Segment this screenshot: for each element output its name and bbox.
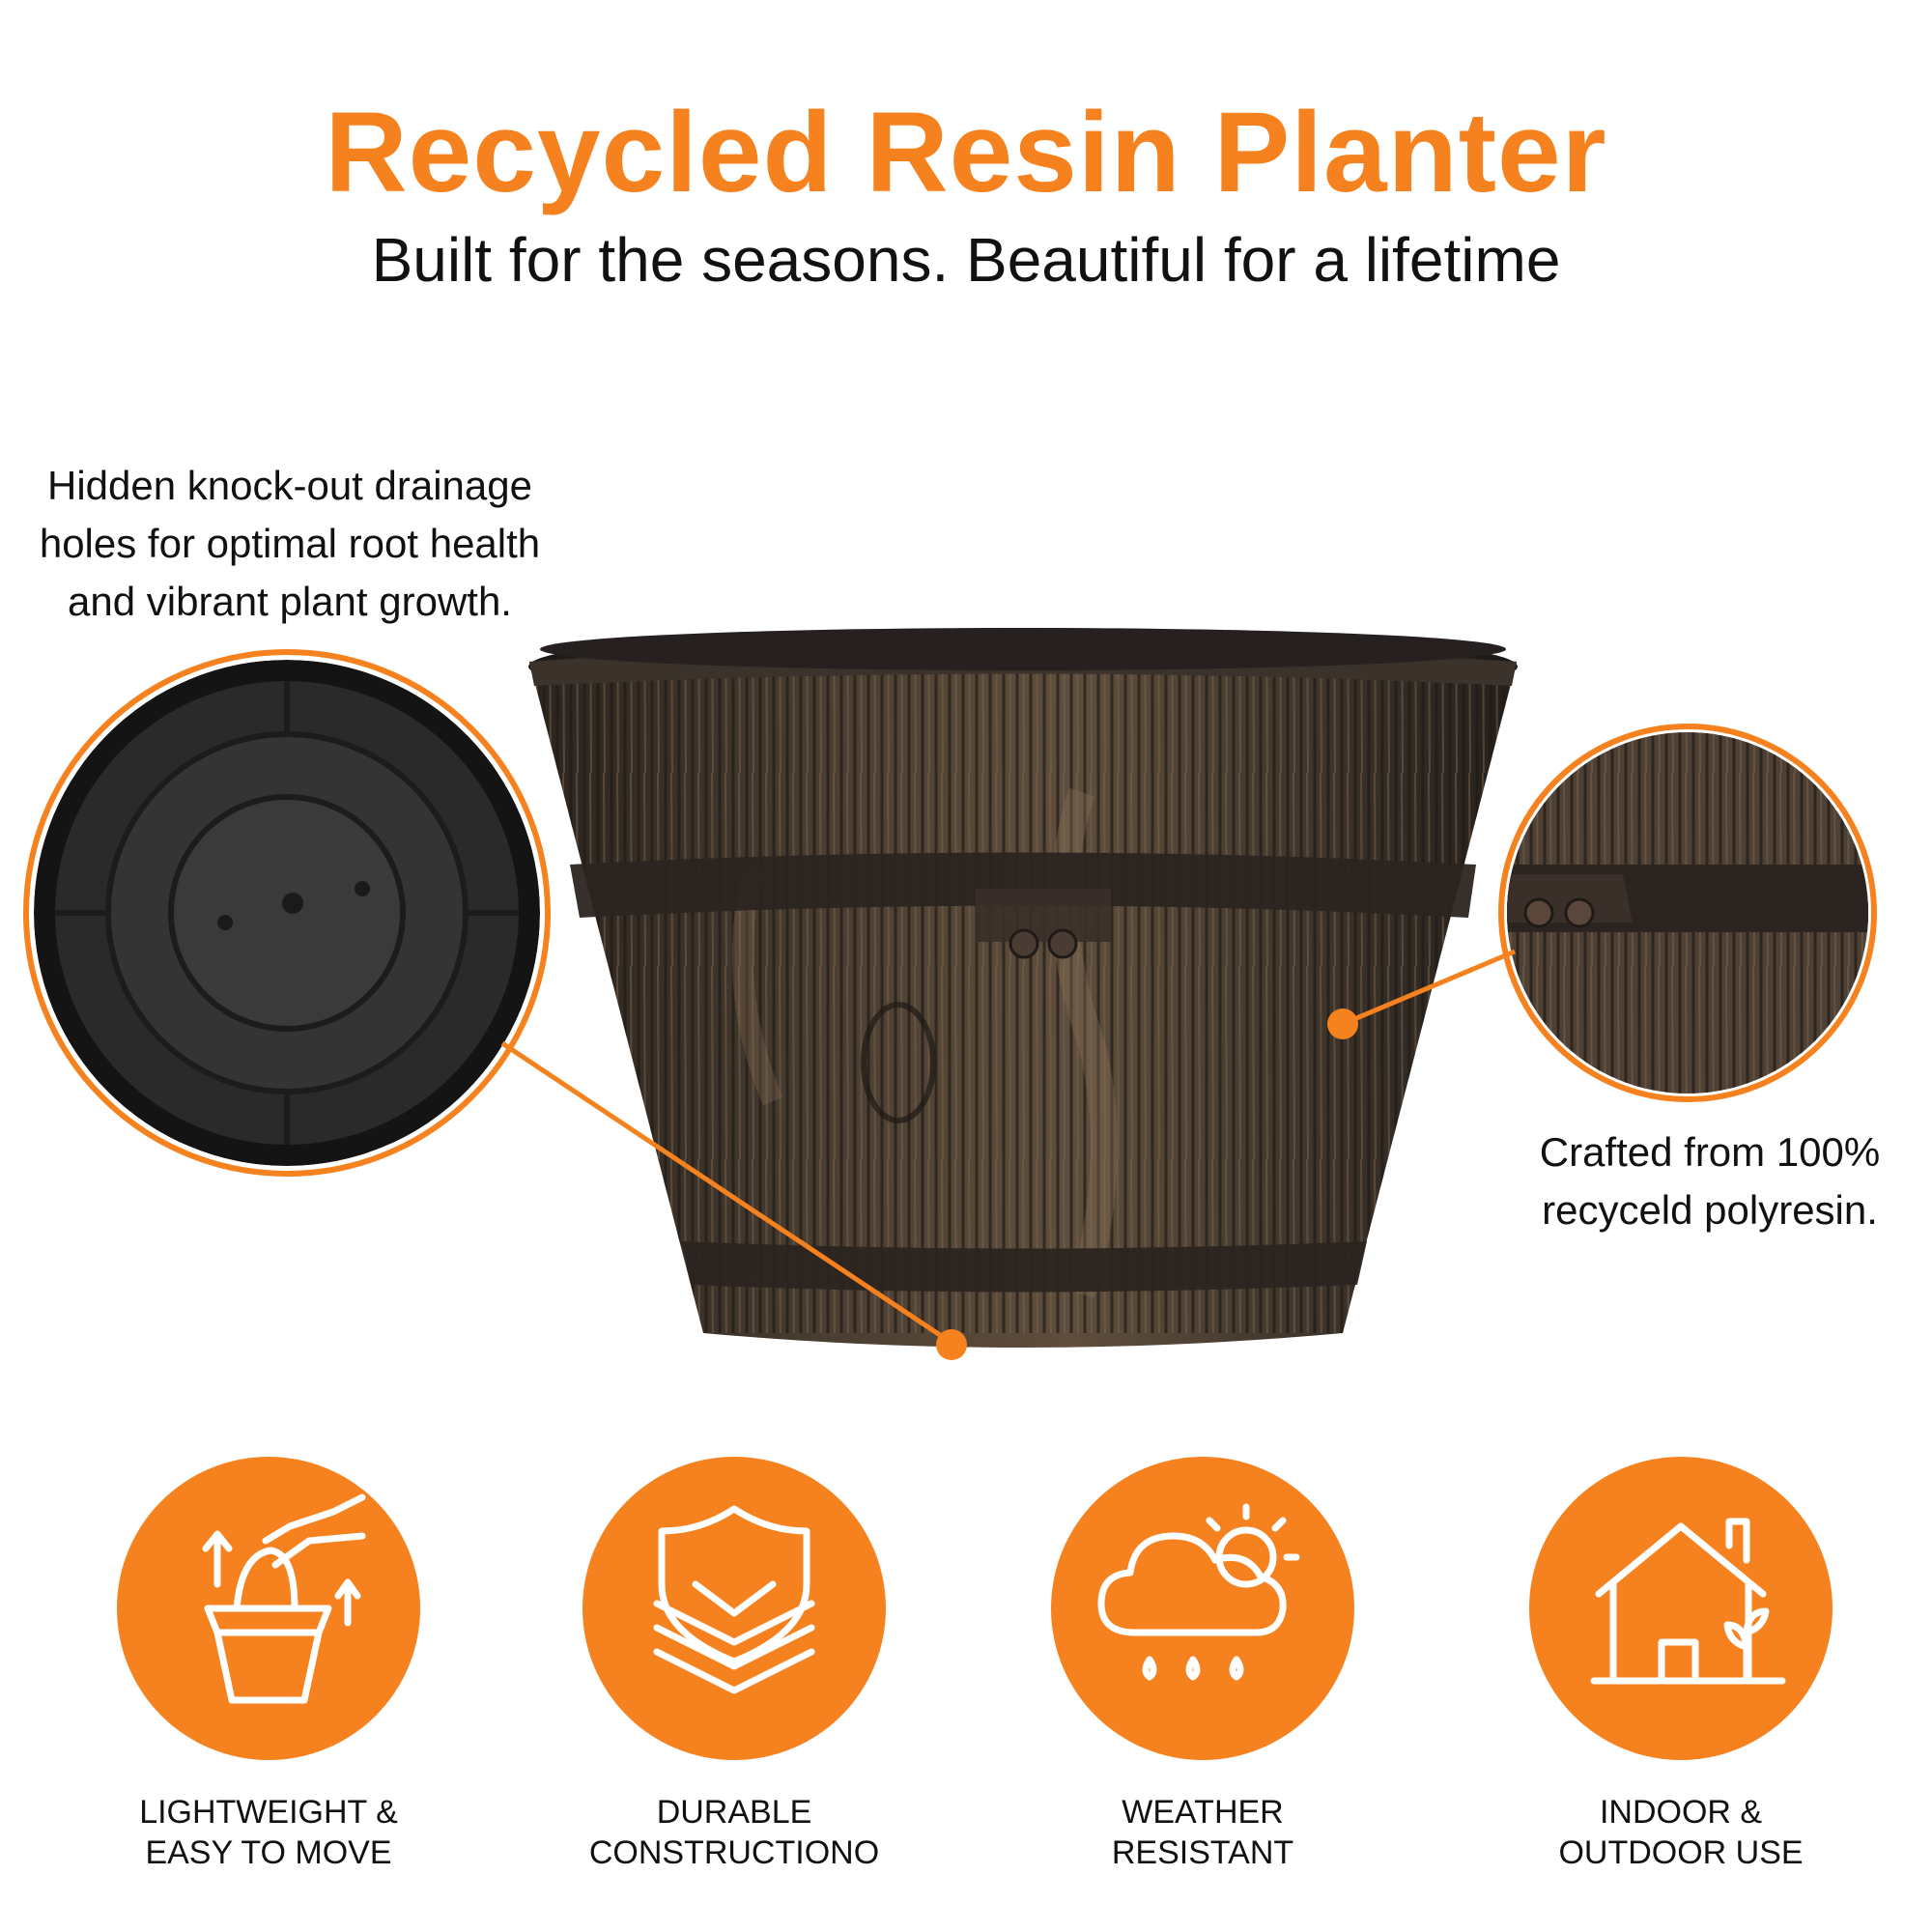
- material-pointer-line: [1342, 949, 1516, 1027]
- page-subtitle: Built for the seasons. Beautiful for a l…: [371, 225, 1561, 295]
- material-callout: Crafted from 100% recyceld polyresin.: [1507, 1123, 1913, 1239]
- material-callout-line: Crafted from 100%: [1539, 1129, 1881, 1175]
- material-pointer-dot: [1327, 1009, 1358, 1039]
- shield-layers-icon: [653, 1505, 815, 1694]
- barrel-planter-image: [528, 628, 1518, 1348]
- drainage-callout: Hidden knock-out drainage holes for opti…: [29, 457, 551, 631]
- feature-weather: [1051, 1457, 1354, 1760]
- material-callout-line: recyceld polyresin.: [1542, 1187, 1878, 1233]
- feature-label-lightweight: LIGHTWEIGHT & EASY TO MOVE: [139, 1794, 398, 1871]
- feature-indoor-outdoor: [1529, 1457, 1833, 1760]
- feature-label-durable: DURABLE CONSTRUCTIONO: [588, 1794, 880, 1871]
- feature-label-indoor-outdoor: INDOOR & OUTDOOR USE: [1558, 1794, 1804, 1871]
- drainage-callout-line: Hidden knock-out drainage: [47, 463, 532, 508]
- material-zoom: [1498, 724, 1877, 1102]
- drainage-callout-line: holes for optimal root health: [39, 521, 541, 566]
- page-title: Recycled Resin Planter: [325, 89, 1607, 216]
- house-plant-icon: [1590, 1518, 1786, 1685]
- drainage-callout-line: and vibrant plant growth.: [68, 579, 512, 624]
- feature-lightweight: [117, 1457, 420, 1760]
- drainage-pointer-dot: [936, 1329, 967, 1360]
- lift-pot-icon: [202, 1493, 366, 1704]
- feature-durable: [582, 1457, 886, 1760]
- feature-label-weather: WEATHER RESISTANT: [1111, 1794, 1294, 1871]
- weather-icon: [1097, 1503, 1300, 1681]
- drainage-bottom-zoom: [23, 649, 551, 1177]
- drainage-pointer-line: [500, 1040, 953, 1346]
